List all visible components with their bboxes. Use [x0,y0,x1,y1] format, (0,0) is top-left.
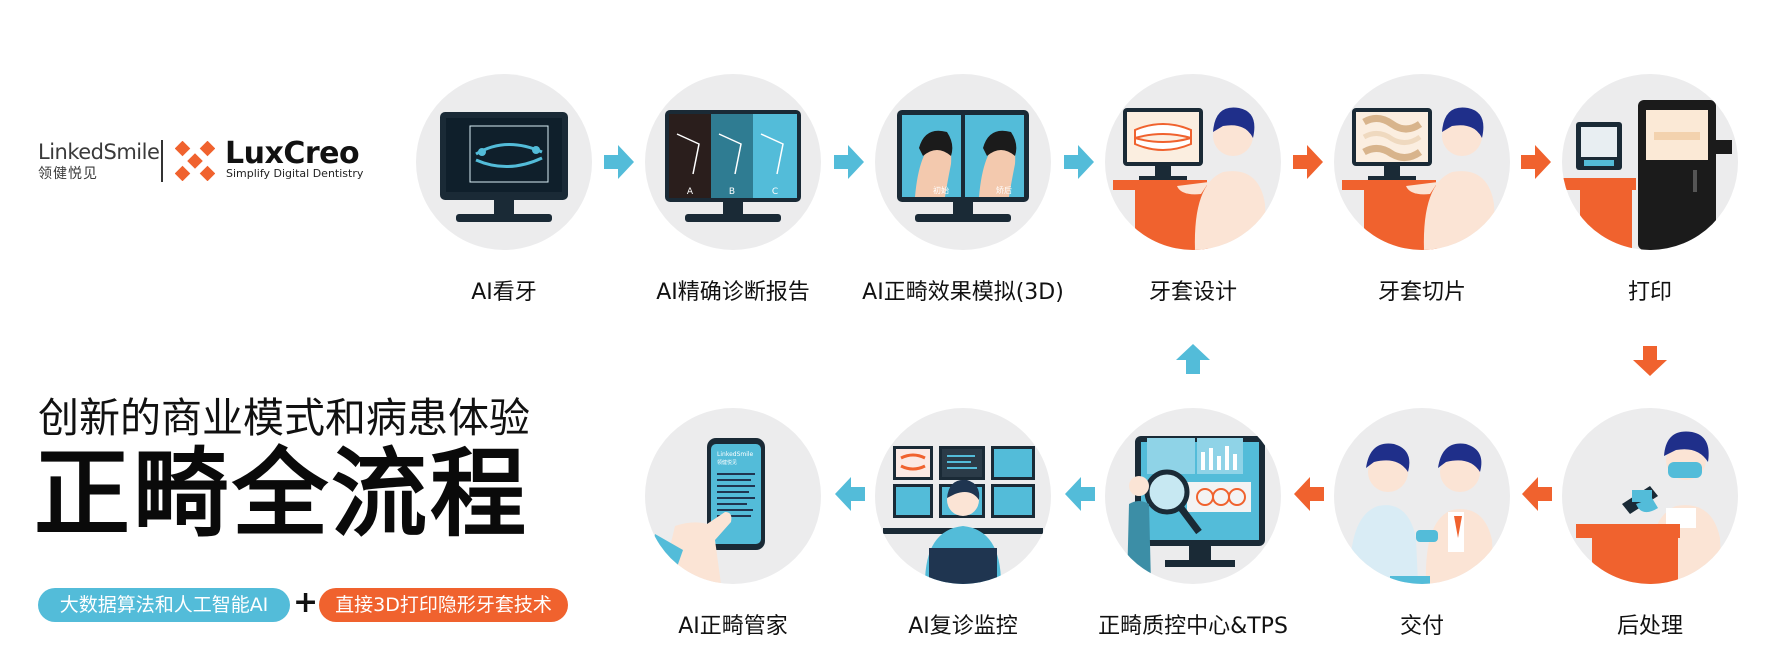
phone-brand-text: LinkedSmile [717,451,754,458]
step-3-label: AI正畸效果模拟(3D) [862,280,1064,305]
arrow-right-icon [1064,145,1094,179]
page-title: 正畸全流程 [34,438,529,550]
step-4-illustration [1105,74,1281,250]
step-10-label: AI复诊监控 [908,614,1018,639]
delivery-icon [1349,443,1494,584]
3d-printer-icon [1562,100,1732,250]
face-simulation-icon: 初始 矫后 [897,110,1029,222]
step-7-label: 后处理 [1616,614,1683,639]
post-processing-icon [1576,431,1722,584]
luxcreo-logo: LuxCreo [225,136,360,171]
step-8-illustration [1334,408,1510,584]
phone-brand-cn-text: 领健悦见 [717,459,737,466]
luxcreo-tagline: Simplify Digital Dentistry [226,167,364,180]
arrow-left-icon [835,477,865,511]
arrow-up-icon [1176,344,1210,374]
plus-sign: + [293,585,319,620]
panel-c-label: C [772,187,778,197]
arrow-right-icon [1293,145,1323,179]
arrow-down-icon [1633,346,1667,376]
step-5-label: 牙套切片 [1377,280,1466,305]
diagnosis-monitor-icon: A B C [665,110,801,222]
arrow-left-icon [1294,477,1324,511]
step-3-illustration: 初始 矫后 [875,74,1051,250]
step-8-label: 交付 [1399,614,1444,639]
step-10-illustration [875,408,1051,584]
panel-b-label: B [729,187,735,197]
phone-assistant-icon: LinkedSmile 领健悦见 [645,438,765,584]
arrow-right-icon [1521,145,1551,179]
step-4-label: 牙套设计 [1148,280,1237,305]
step-11-illustration: LinkedSmile 领健悦见 [645,408,821,584]
luxcreo-mark-icon [174,140,216,185]
step-5-illustration [1334,74,1510,250]
arrow-left-icon [1522,477,1552,511]
step-11-label: AI正畸管家 [678,614,788,639]
ai-tag: 大数据算法和人工智能AI [38,588,290,622]
step-2-illustration: A B C [645,74,821,250]
aligner-slicing-icon [1342,107,1496,250]
linkedsmile-cn-logo: 领健悦见 [38,166,98,182]
arrow-left-icon [1065,477,1095,511]
after-label: 矫后 [996,185,1012,195]
step-7-illustration [1562,408,1738,584]
aligner-design-icon [1113,107,1267,250]
arrow-right-icon [834,145,864,179]
step-9-label: 正畸质控中心&TPS [1098,614,1288,639]
quality-control-icon [1127,436,1265,584]
step-6-illustration [1562,74,1738,250]
logo-divider [161,140,163,182]
subtitle: 创新的商业模式和病患体验 [38,394,530,442]
step-2-label: AI精确诊断报告 [656,280,810,305]
linkedsmile-logo: LinkedSmile [38,140,160,164]
step-1-illustration [416,74,592,250]
step-9-illustration [1105,408,1281,584]
panel-a-label: A [687,187,694,197]
before-label: 初始 [933,185,949,195]
scan-monitor-icon [440,112,568,222]
arrow-right-icon [604,145,634,179]
step-6-label: 打印 [1627,280,1672,305]
print-tag: 直接3D打印隐形牙套技术 [319,588,568,622]
monitoring-icon [883,446,1043,584]
step-1-label: AI看牙 [471,280,537,305]
